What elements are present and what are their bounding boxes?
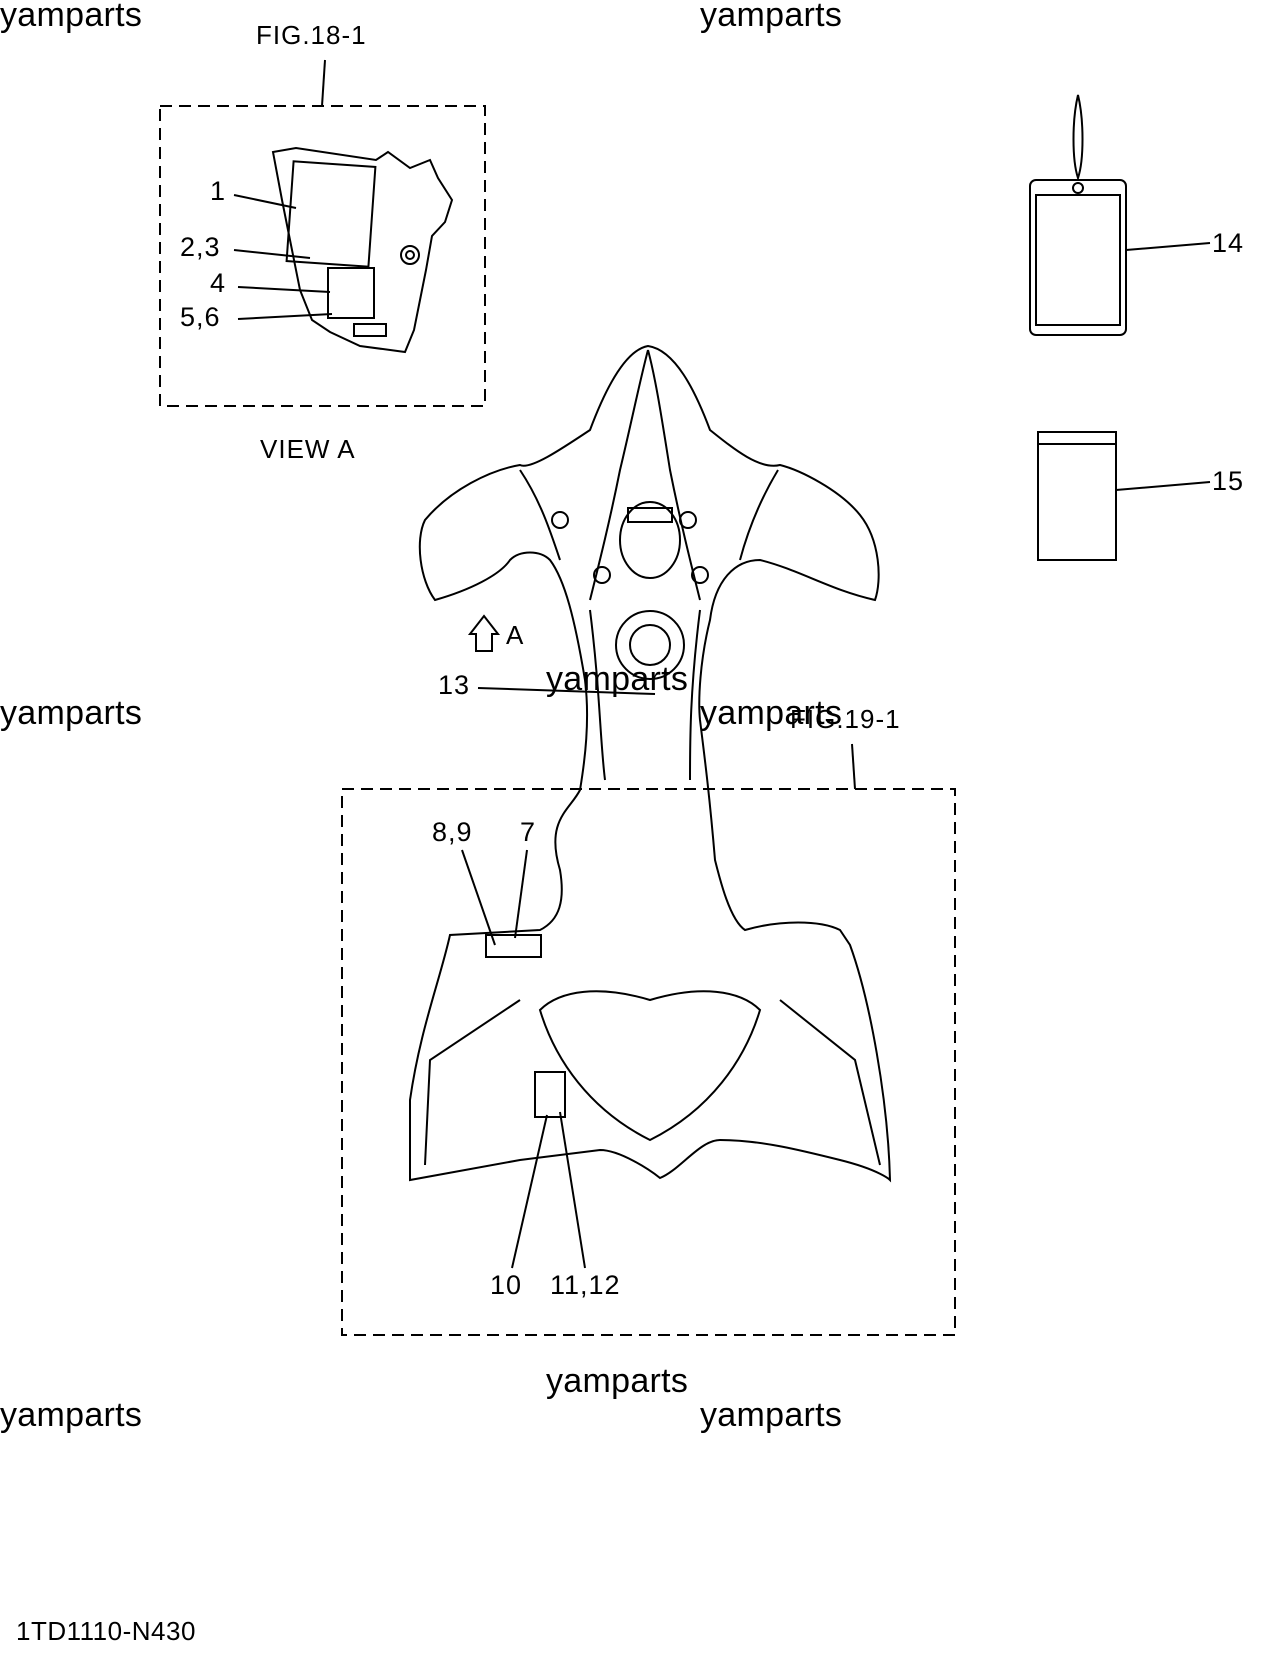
diagram-code: 1TD1110-N430: [16, 1616, 196, 1646]
callout-15: 15: [1212, 466, 1245, 496]
watermark: yamparts: [700, 1396, 843, 1434]
callout-4: 4: [210, 268, 227, 298]
decal-1: [285, 160, 377, 268]
decal-4: [327, 267, 375, 319]
watermark: yamparts: [0, 0, 143, 34]
callout-1: 1: [210, 176, 227, 206]
side-panel-outline: [271, 146, 454, 354]
callout-2-3: 2,3: [180, 232, 221, 262]
watermark: yamparts: [546, 660, 689, 698]
watermark: yamparts: [546, 1362, 689, 1400]
callout-10: 10: [490, 1270, 523, 1300]
decal-7: [485, 934, 542, 958]
callout-7: 7: [520, 817, 537, 847]
arrow-a-label: A: [506, 620, 525, 650]
front-fender: [409, 344, 892, 1183]
watermark: yamparts: [700, 0, 843, 34]
watermark: yamparts: [0, 694, 143, 732]
callout-5-6: 5,6: [180, 302, 221, 332]
watermark: yamparts: [700, 694, 843, 732]
callout-8-9: 8,9: [432, 817, 473, 847]
callout-11-12: 11,12: [550, 1270, 621, 1300]
bag-15: [1037, 431, 1117, 561]
watermark: yamparts: [0, 1396, 143, 1434]
figure-label-19: FIG.19-1: [790, 704, 901, 734]
callout-13: 13: [438, 670, 471, 700]
arrow-a-icon: [467, 614, 501, 652]
callout-14: 14: [1212, 228, 1245, 258]
figure-label-18: FIG.18-1: [256, 20, 367, 50]
decal-10: [534, 1071, 566, 1118]
tag-14: [1072, 94, 1084, 182]
view-19-frame: [341, 788, 956, 1336]
view-a-label: VIEW A: [260, 434, 356, 464]
